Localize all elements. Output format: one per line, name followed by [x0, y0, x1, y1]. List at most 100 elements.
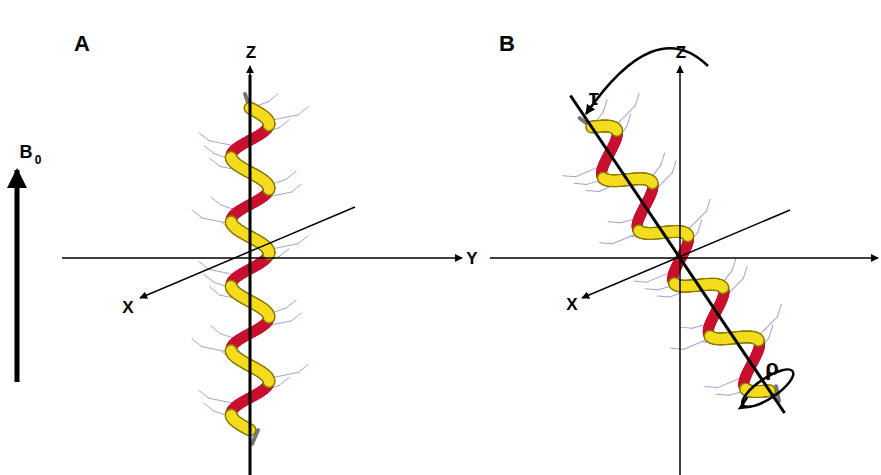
side-chain [199, 261, 209, 269]
side-chain [291, 184, 301, 192]
side-chain [631, 93, 644, 105]
ribbon-front [611, 124, 622, 135]
side-chain [622, 115, 635, 127]
side-chain [773, 304, 786, 316]
side-chain [286, 171, 296, 179]
ribbon-front [264, 381, 274, 382]
side-chain [286, 300, 296, 308]
ribbon-front [264, 316, 274, 317]
side-chain [668, 161, 681, 173]
side-chain [204, 146, 214, 154]
axis-label: B [499, 33, 515, 55]
x-axis [140, 207, 355, 298]
side-chain [702, 199, 715, 211]
side-chain [204, 274, 214, 282]
side-chain [210, 158, 220, 166]
ribbon-front [717, 282, 728, 293]
ribbon-front [264, 124, 274, 125]
ribbon-edge [645, 175, 659, 189]
ribbon-front [264, 189, 274, 190]
ribbon-front [716, 286, 727, 287]
side-chain [279, 249, 289, 257]
side-chain [192, 210, 202, 218]
side-chain [210, 287, 220, 295]
side-chain [574, 178, 587, 190]
ribbon-back [717, 282, 729, 294]
axis-label: X [566, 296, 577, 313]
side-chain [634, 276, 647, 288]
helix-axis [570, 96, 784, 414]
axis-label: Z [246, 44, 256, 61]
side-chain [279, 377, 289, 385]
ribbon-edge [751, 333, 765, 347]
axis-label: Z [676, 44, 686, 61]
ribbon-edge [262, 253, 275, 254]
side-chain [728, 258, 741, 270]
z-axis [679, 66, 681, 475]
ribbon-front [752, 339, 763, 340]
ribbon-edge [751, 339, 765, 340]
side-chain [298, 107, 308, 115]
ribbon-front [646, 176, 657, 187]
side-chain [656, 153, 669, 165]
ribbon-front [753, 335, 764, 346]
side-chain [279, 120, 289, 128]
side-chain [705, 381, 718, 393]
side-chain [192, 339, 202, 347]
side-chain [586, 185, 599, 197]
y-axis [490, 257, 878, 259]
side-chain [645, 283, 658, 295]
ribbon-front [611, 125, 622, 136]
axis-label: τ [589, 87, 599, 109]
ribbon-back [611, 131, 623, 132]
ribbon-edge [262, 381, 275, 382]
side-chain [739, 266, 752, 278]
ribbon-back [753, 335, 765, 347]
side-chain [693, 220, 706, 232]
axis-label: A [74, 33, 90, 55]
side-chain [671, 343, 684, 355]
side-chain [199, 133, 209, 141]
ribbon-edge [716, 280, 730, 294]
side-chain [199, 390, 209, 398]
ribbon-edge [262, 124, 275, 125]
side-chain [298, 236, 308, 244]
side-chain [211, 197, 221, 205]
ribbon-front [264, 253, 274, 254]
side-chain [268, 94, 278, 102]
ribbon-back [647, 183, 659, 184]
side-chain [608, 216, 621, 228]
side-chain [211, 326, 221, 334]
z-axis [249, 66, 251, 475]
ribbon-edge [645, 176, 659, 190]
ribbon-edge [262, 189, 275, 190]
ribbon-front [647, 177, 658, 188]
ribbon-edge [715, 286, 729, 287]
side-chain [291, 313, 301, 321]
ribbon-back [682, 236, 694, 237]
axis-label: ρ [765, 357, 779, 379]
side-chain [764, 326, 777, 338]
side-chain [600, 237, 613, 249]
ribbon-edge [680, 228, 694, 242]
ribbon-edge [609, 122, 623, 136]
side-chain [298, 364, 308, 372]
side-chain [563, 170, 576, 182]
x-axis [582, 210, 790, 298]
axis-label: B [20, 143, 33, 161]
rotation-arrowhead [737, 397, 753, 412]
side-chain [204, 403, 214, 411]
axis-label: Y [466, 250, 477, 267]
ribbon-front [682, 230, 693, 241]
side-chain [679, 322, 692, 334]
axis-label: 0 [35, 154, 42, 166]
ribbon-front [682, 229, 693, 240]
y-axis [62, 257, 462, 259]
axis-label: X [122, 299, 133, 316]
ribbon-edge [262, 316, 275, 317]
ribbon-edge [610, 123, 624, 137]
side-chain [716, 389, 729, 401]
field-arrow [15, 170, 20, 382]
